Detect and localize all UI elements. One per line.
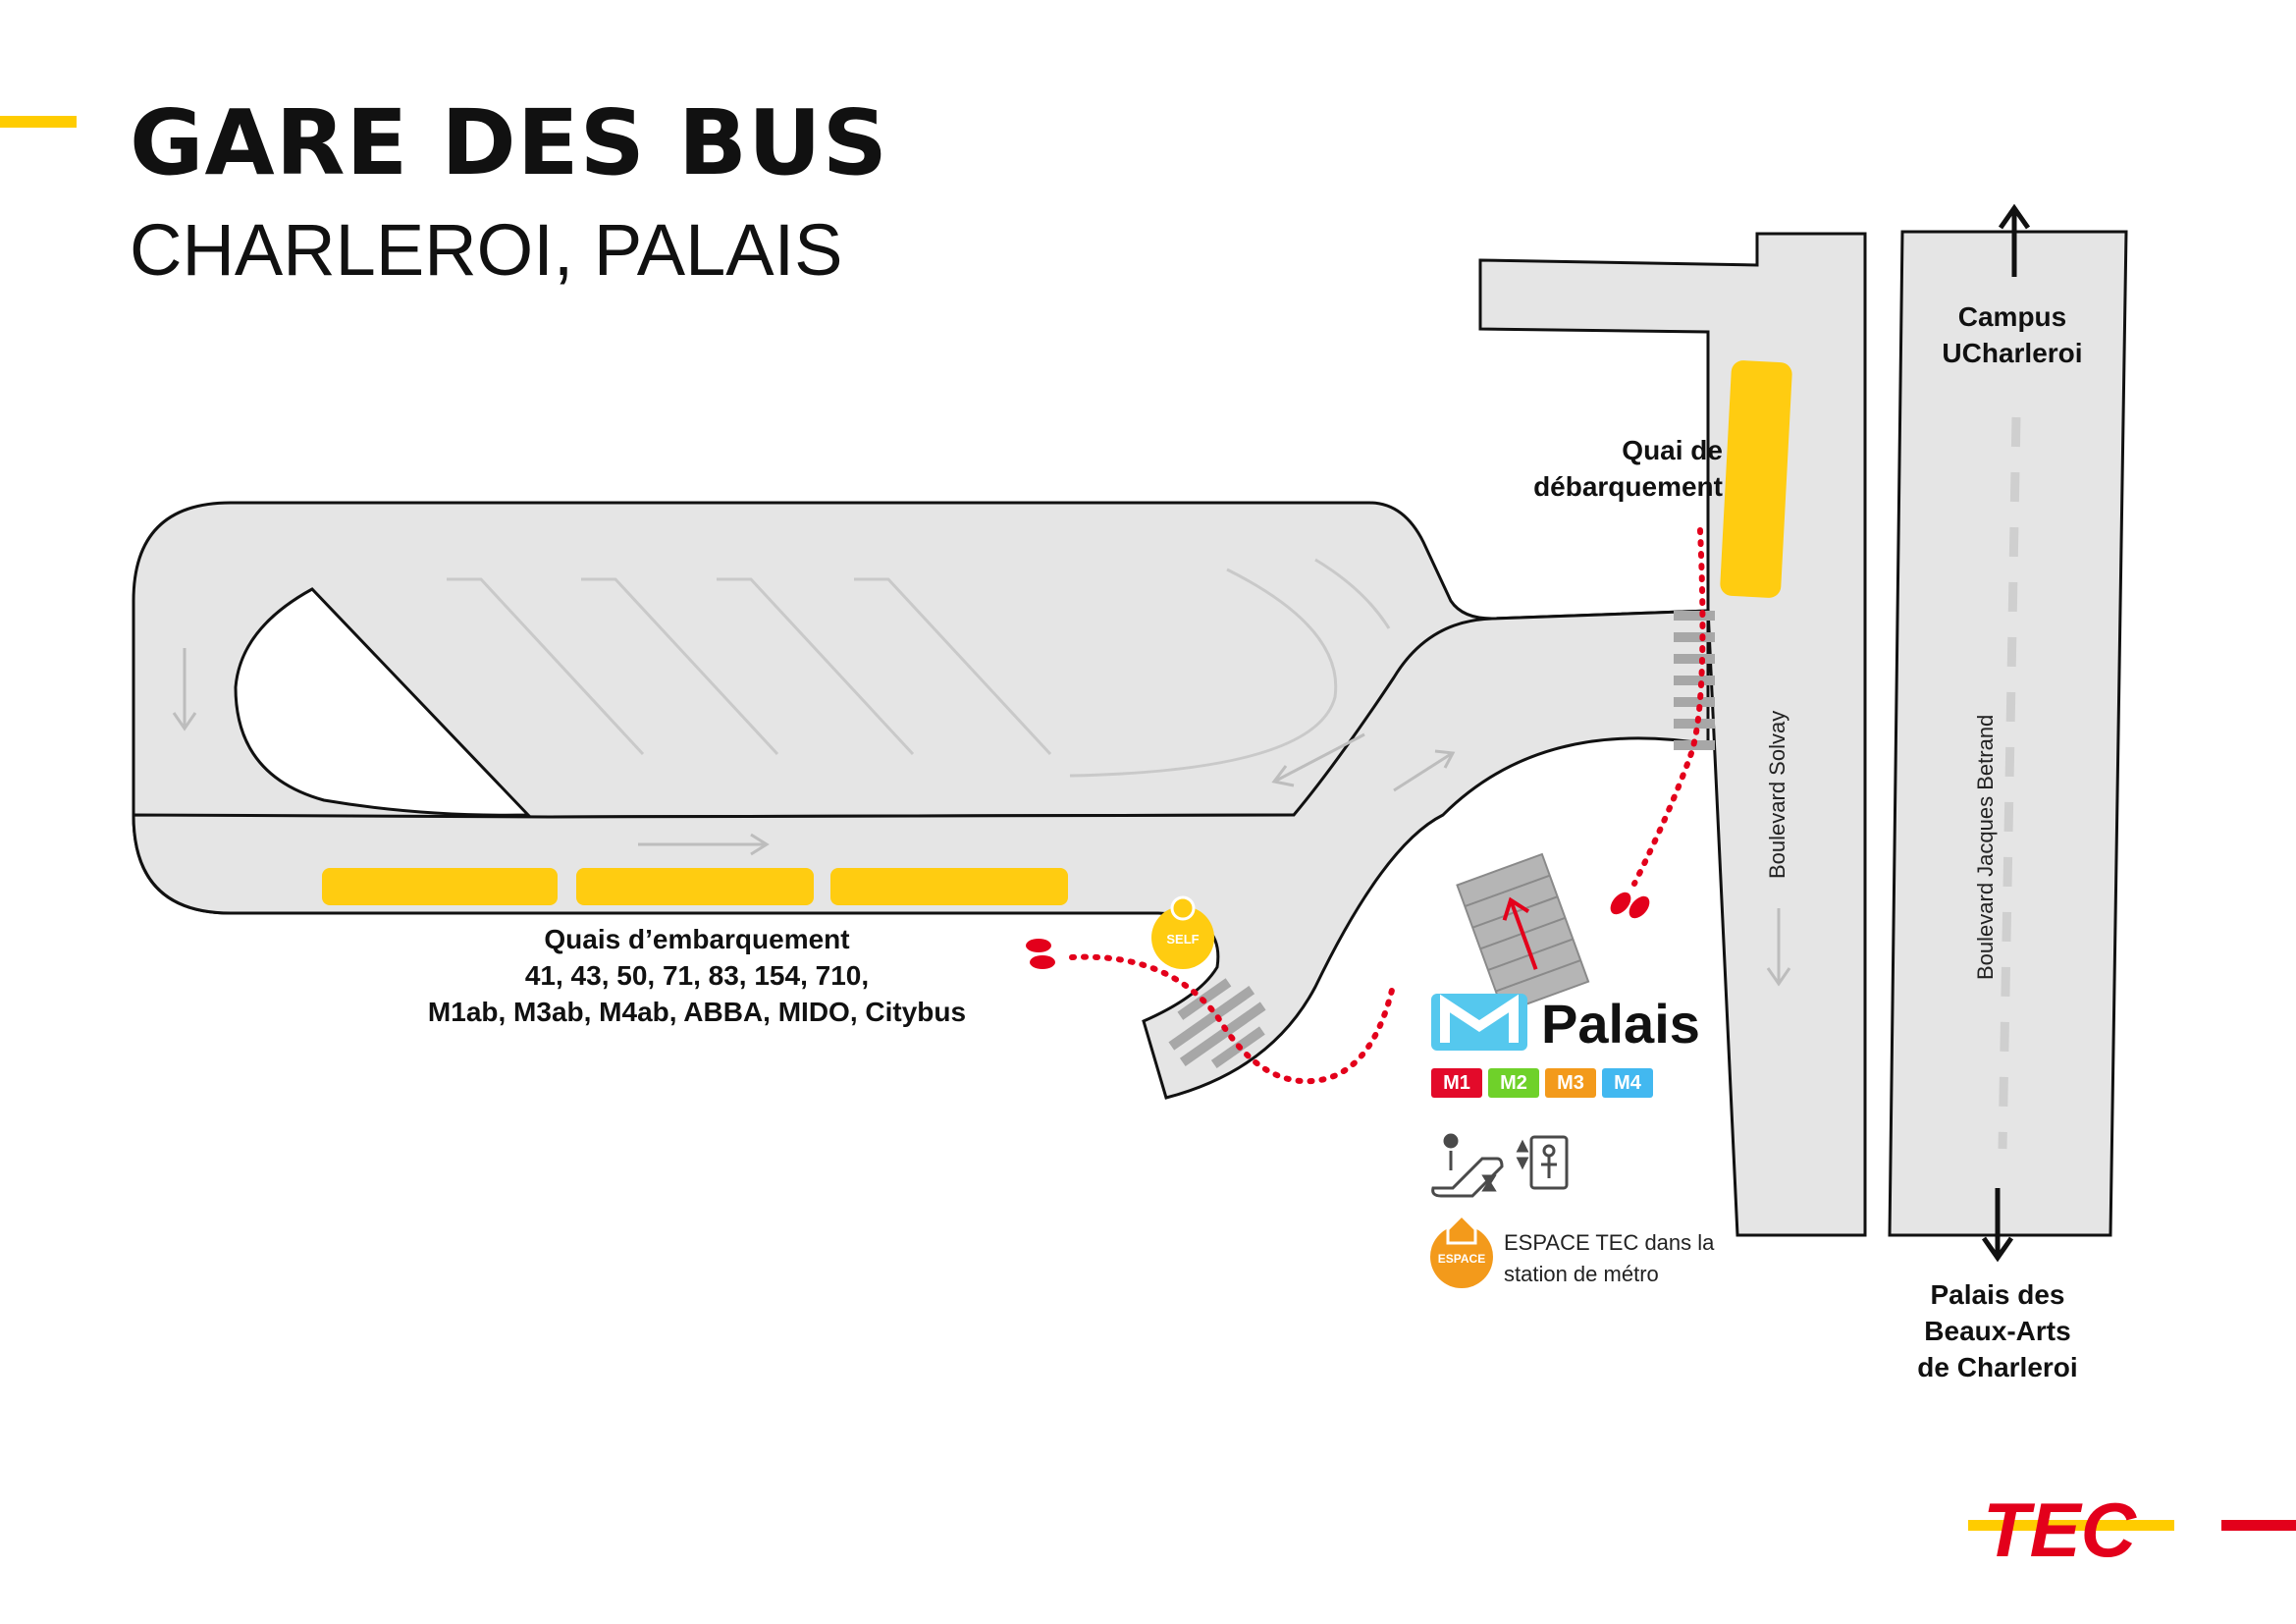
header-accent-bar bbox=[0, 116, 77, 128]
espace-tec-text: ESPACE TEC dans la station de métro bbox=[1504, 1230, 1715, 1286]
palais-beaux-arts-line-2: Beaux-Arts bbox=[1924, 1316, 2071, 1346]
bay-markings bbox=[447, 558, 1391, 778]
palais-beaux-arts-line-1: Palais des bbox=[1930, 1279, 2065, 1310]
direction-arrows bbox=[172, 648, 1791, 987]
metro-line-m2-badge: M2 bbox=[1488, 1068, 1539, 1098]
platform-1 bbox=[322, 868, 558, 905]
pedestrian-crossings bbox=[1168, 611, 1715, 1069]
campus-line-1: Campus bbox=[1957, 301, 2067, 332]
boulevard-jacques-betrand-road bbox=[1888, 230, 2128, 1237]
alighting-platform bbox=[1720, 360, 1792, 598]
escalator-icon bbox=[1431, 1133, 1504, 1198]
boulevard-jacques-betrand-label: Boulevard Jacques Betrand bbox=[1973, 715, 1998, 980]
metro-entrance-stairs bbox=[1456, 852, 1590, 1014]
walking-paths bbox=[1069, 527, 1706, 1085]
palais-beaux-arts-label: Palais des Beaux-Arts de Charleroi bbox=[1885, 1276, 2110, 1385]
svg-text:SELF: SELF bbox=[1166, 932, 1199, 947]
svg-text:TEC: TEC bbox=[1983, 1487, 2138, 1573]
quais-embarquement-lines-2: M1ab, M3ab, M4ab, ABBA, MIDO, Citybus bbox=[427, 997, 967, 1027]
quai-debarquement-label: Quai de débarquement bbox=[1512, 432, 1723, 505]
metro-station-name: Palais bbox=[1541, 993, 1700, 1055]
campus-label: Campus UCharleroi bbox=[1904, 298, 2120, 371]
metro-line-m4-badge: M4 bbox=[1602, 1068, 1653, 1098]
south-arrow bbox=[1981, 1188, 2014, 1263]
boarding-platforms bbox=[322, 868, 1068, 905]
footprints bbox=[1026, 892, 1650, 969]
espace-tec-badge: ESPACE bbox=[1430, 1213, 1493, 1288]
north-arrow bbox=[1998, 203, 2031, 277]
quai-debarquement-line-1: Quai de bbox=[1622, 435, 1723, 465]
tec-logo: TEC bbox=[1968, 1487, 2296, 1573]
elevator-icon bbox=[1516, 1135, 1569, 1190]
platform-2 bbox=[576, 868, 814, 905]
palais-beaux-arts-line-3: de Charleroi bbox=[1917, 1352, 2078, 1382]
svg-text:ESPACE: ESPACE bbox=[1438, 1252, 1485, 1266]
platform-3 bbox=[830, 868, 1068, 905]
boulevard-solvay-label: Boulevard Solvay bbox=[1765, 711, 1789, 879]
lane-divider bbox=[1998, 416, 2021, 1150]
traffic-island bbox=[234, 587, 532, 817]
metro-line-m3-badge: M3 bbox=[1545, 1068, 1596, 1098]
self-service-badge: SELF bbox=[1151, 895, 1214, 969]
quais-embarquement-label: Quais d’embarquement 41, 43, 50, 71, 83,… bbox=[393, 921, 1001, 1030]
metro-logo bbox=[1431, 994, 1527, 1051]
metro-line-m1-badge: M1 bbox=[1431, 1068, 1482, 1098]
quai-debarquement-line-2: débarquement bbox=[1533, 471, 1723, 502]
campus-line-2: UCharleroi bbox=[1942, 338, 2083, 368]
page-subtitle: CHARLEROI, PALAIS bbox=[130, 209, 843, 291]
page-title: GARE DES BUS bbox=[130, 90, 889, 195]
quais-embarquement-lines-1: 41, 43, 50, 71, 83, 154, 710, bbox=[524, 960, 870, 991]
quais-embarquement-title: Quais d’embarquement bbox=[544, 924, 850, 954]
